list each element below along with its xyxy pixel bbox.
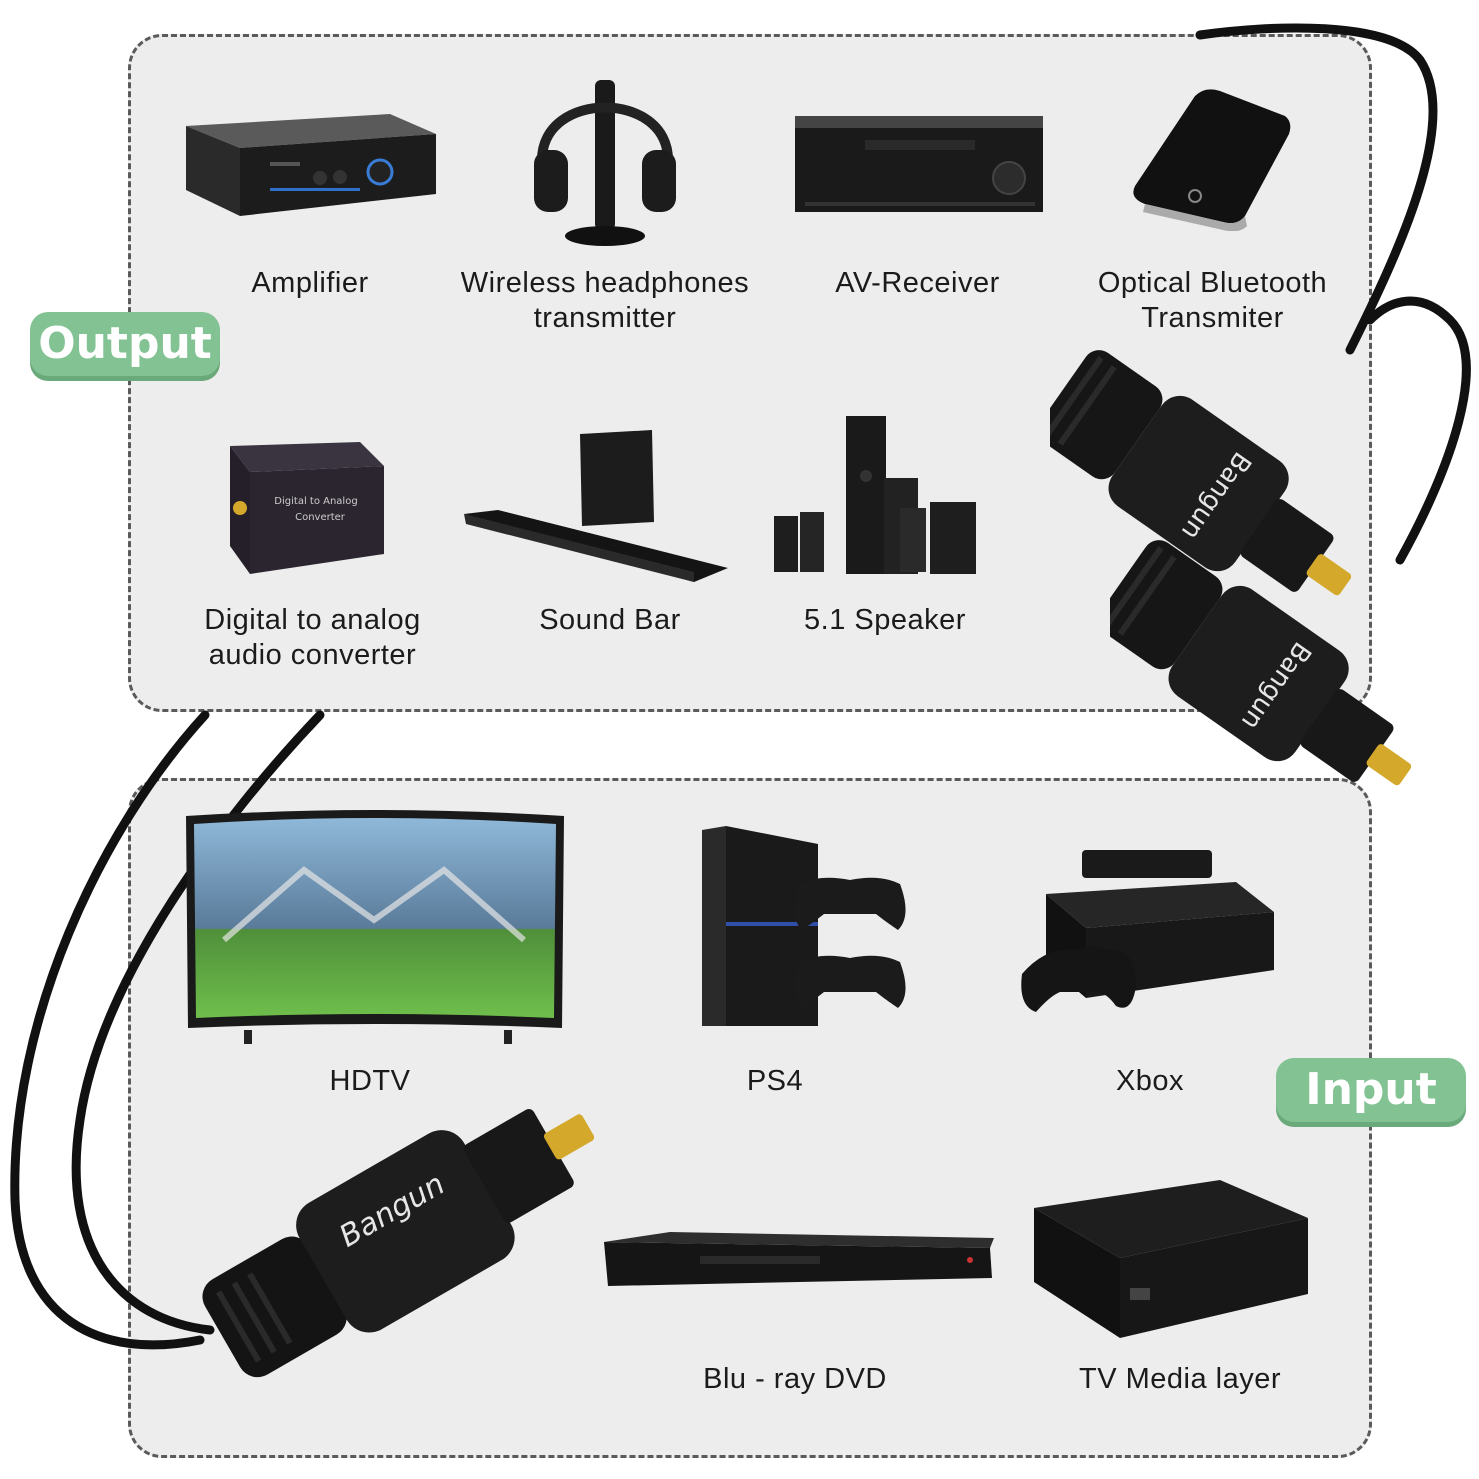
svg-text:Converter: Converter [295, 512, 346, 523]
device-label-amplifier: Amplifier [251, 267, 369, 299]
dac-device-text: Digital to Analog [274, 496, 357, 507]
device-label-bluetooth-transmitter: Optical Bluetooth Transmiter [1097, 267, 1328, 334]
device-label-51-speaker: 5.1 Speaker [804, 604, 966, 636]
media-player-icon [1034, 1180, 1308, 1338]
device-label-xbox: Xbox [1115, 1065, 1185, 1097]
xbox-icon [1021, 850, 1274, 1012]
optical-connector-middle: Bangun [1110, 540, 1412, 786]
optical-connector-top: Bangun [1050, 350, 1352, 596]
speaker-system-icon [774, 416, 976, 574]
device-label-hdtv: HDTV [329, 1065, 411, 1097]
device-label-bluray: Blu - ray DVD [703, 1363, 887, 1395]
tv-icon [186, 810, 564, 1044]
input-tag: Input [1276, 1058, 1466, 1122]
headphones-icon [534, 80, 676, 246]
device-label-soundbar: Sound Bar [539, 604, 681, 636]
dac-icon: Digital to Analog Converter [230, 442, 384, 574]
device-label-media-player: TV Media layer [1078, 1363, 1281, 1395]
optical-connector-bottom: Bangun [202, 1109, 595, 1378]
device-label-ps4: PS4 [746, 1065, 804, 1097]
device-label-av-receiver: AV-Receiver [835, 267, 1000, 299]
bluetooth-transmitter-icon [1133, 89, 1291, 231]
soundbar-icon [464, 430, 728, 582]
output-tag: Output [30, 312, 220, 376]
ps4-icon [702, 826, 906, 1026]
device-label-dac: Digital to analog audio converter [204, 604, 421, 671]
bluray-player-icon [604, 1232, 994, 1286]
av-receiver-icon [795, 116, 1043, 212]
device-label-headphones: Wireless headphones transmitter [460, 267, 750, 334]
amplifier-icon [186, 114, 436, 216]
